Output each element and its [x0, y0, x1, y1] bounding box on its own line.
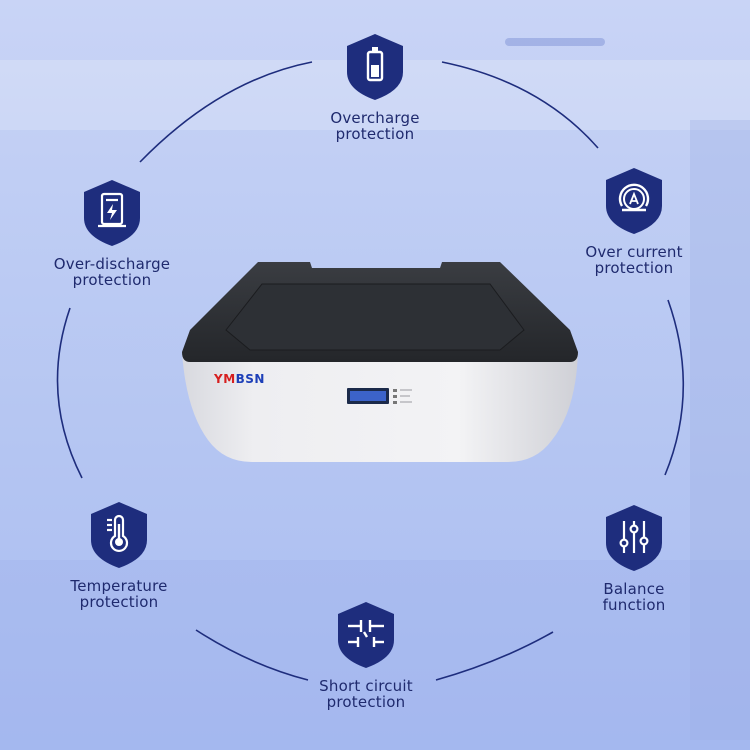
background-bar: [505, 38, 605, 46]
sliders-icon: [606, 505, 662, 571]
feature-label-line2: function: [602, 596, 666, 614]
ammeter-icon: [606, 168, 662, 234]
circuit-icon: [338, 602, 394, 668]
feature-label-line1: Over current: [585, 243, 683, 261]
feature-label-line1: Temperature: [70, 577, 168, 595]
charging-station-icon: [84, 180, 140, 246]
feature-label-line2: protection: [326, 693, 406, 711]
feature-label-line2: protection: [79, 593, 159, 611]
feature-label-line1: Over-discharge: [53, 255, 171, 273]
feature-label-line2: protection: [594, 259, 674, 277]
feature-label-line1: Balance: [603, 580, 665, 598]
brand-logo: YMBSN: [214, 372, 265, 386]
thermometer-icon: [91, 502, 147, 568]
background-column: [690, 120, 750, 740]
feature-label-line1: Overcharge: [330, 109, 420, 127]
feature-label-line2: protection: [335, 125, 415, 143]
feature-label-line1: Short circuit: [319, 677, 413, 695]
battery-icon: [347, 34, 403, 100]
feature-label-line2: protection: [72, 271, 152, 289]
